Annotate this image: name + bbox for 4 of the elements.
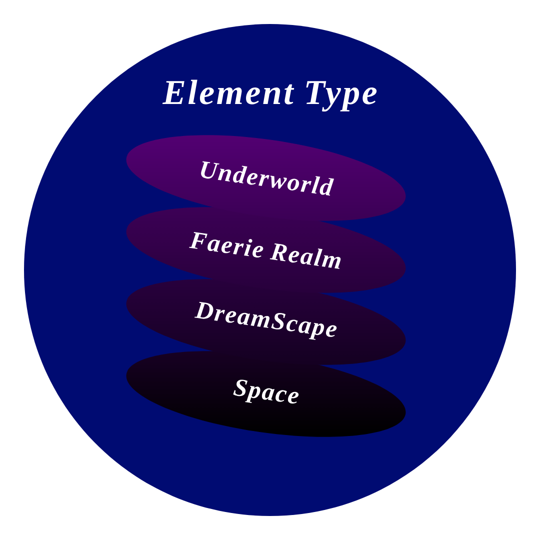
layer-label: Faerie Realm	[189, 232, 341, 269]
layer-label: Underworld	[201, 161, 334, 196]
layer-label: Space	[233, 380, 299, 404]
layer-label: DreamScape	[194, 302, 337, 340]
